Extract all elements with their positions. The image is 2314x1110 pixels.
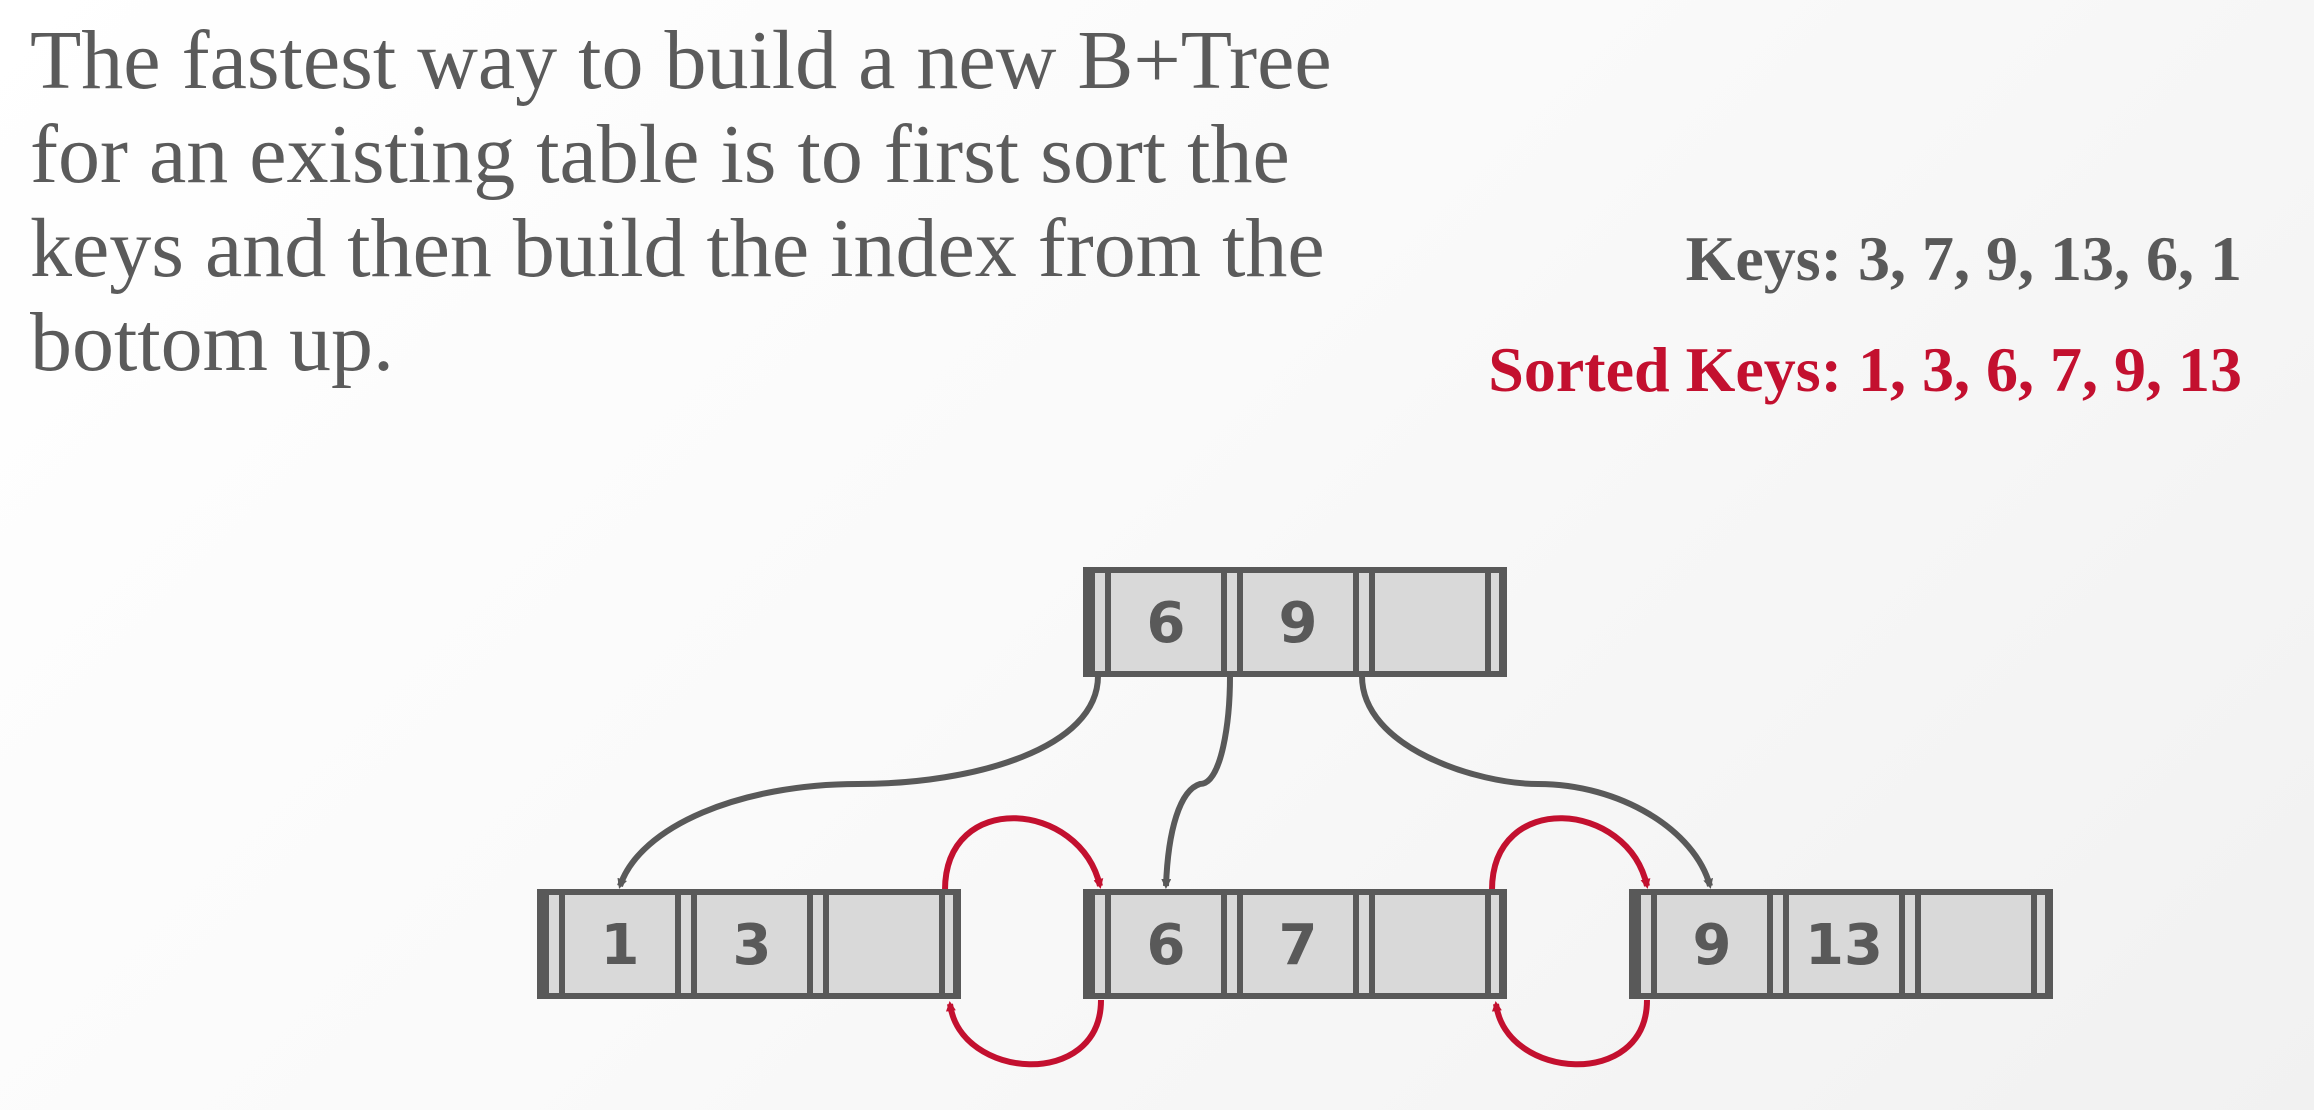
keys-line: Keys: 3, 7, 9, 13, 6, 1 xyxy=(1686,222,2242,296)
node-key: 1 xyxy=(601,913,640,978)
pointer-slot xyxy=(1767,889,1789,999)
pointer-slot xyxy=(1221,889,1243,999)
node-box xyxy=(1629,889,2051,999)
root-to-leaf-1-arrow xyxy=(617,675,1101,889)
pointer-slot xyxy=(807,889,829,999)
node-key: 6 xyxy=(1147,913,1186,978)
pointer-slot xyxy=(1089,889,1111,999)
root-to-leaf-3-arrow xyxy=(1359,675,1714,889)
leaf-1-to-leaf-2-arrow xyxy=(942,815,1104,891)
pointer-slot xyxy=(1353,889,1375,999)
keys-label: Keys: xyxy=(1685,223,1842,294)
keys-value: 3, 7, 9, 13, 6, 1 xyxy=(1858,223,2242,294)
node-key: 9 xyxy=(1279,591,1318,656)
description-text: The fastest way to build a new B+Tree fo… xyxy=(30,14,1332,389)
pointer-slot xyxy=(2031,889,2053,999)
node-key: 7 xyxy=(1279,913,1318,978)
pointer-slot xyxy=(1353,567,1375,677)
leaf-2-to-leaf-1-arrow xyxy=(945,999,1104,1068)
pointer-slot xyxy=(1221,567,1243,677)
leaf-2-to-leaf-3-arrow xyxy=(1489,815,1651,891)
pointer-slot xyxy=(1635,889,1657,999)
node-box xyxy=(1083,889,1505,999)
sorted-keys-label: Sorted Keys: xyxy=(1488,334,1842,405)
leaf-3-to-leaf-2-arrow xyxy=(1491,999,1650,1068)
node-key: 6 xyxy=(1147,591,1186,656)
node-key: 13 xyxy=(1805,913,1883,978)
pointer-slot xyxy=(675,889,697,999)
node-key: 3 xyxy=(733,913,772,978)
pointer-slot xyxy=(939,889,961,999)
pointer-slot xyxy=(1485,567,1507,677)
sorted-keys-value: 1, 3, 6, 7, 9, 13 xyxy=(1858,334,2242,405)
sibling-pointer-arrows xyxy=(942,815,1651,1068)
node-key: 9 xyxy=(1693,913,1732,978)
root-to-leaf-2-arrow xyxy=(1161,675,1233,889)
pointer-slot xyxy=(1899,889,1921,999)
pointer-slot xyxy=(543,889,565,999)
pointer-slot xyxy=(1089,567,1111,677)
child-pointer-arrows xyxy=(617,675,1714,889)
sorted-keys-line: Sorted Keys: 1, 3, 6, 7, 9, 13 xyxy=(1488,333,2242,407)
node-box xyxy=(1083,567,1505,677)
leaf-node: 9 13 xyxy=(1629,889,2053,999)
pointer-slot xyxy=(1485,889,1507,999)
